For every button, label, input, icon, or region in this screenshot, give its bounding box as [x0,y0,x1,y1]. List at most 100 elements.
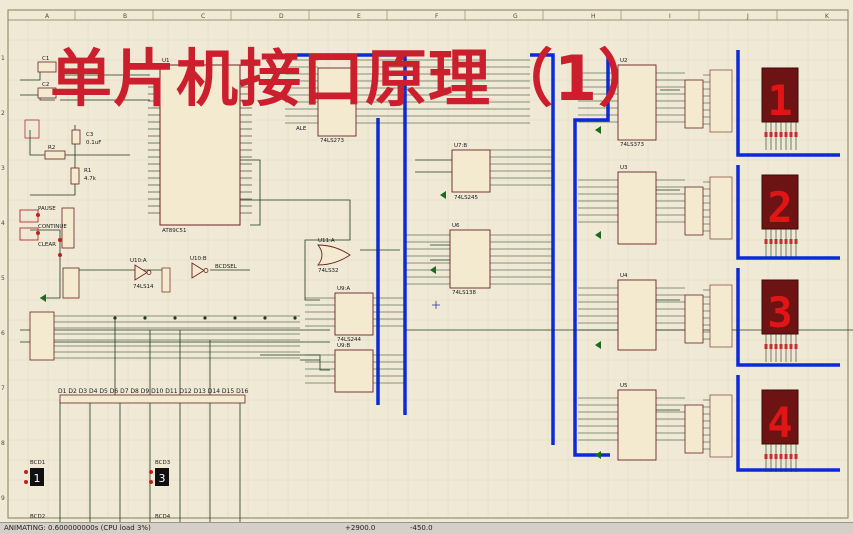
mcu-u1[interactable] [148,64,252,226]
svg-text:U10:A: U10:A [130,258,147,264]
seven-seg-1[interactable]: 1 [761,67,799,125]
svg-text:C1: C1 [42,56,49,62]
seven-seg-2[interactable]: 2 [761,174,799,232]
bcd-input-1[interactable]: 1 [24,468,44,486]
row-label: 7 [1,385,5,392]
svg-text:BCD2: BCD2 [30,514,45,520]
bcd1-value: 1 [34,472,41,485]
ic-u9b[interactable] [334,349,374,393]
svg-text:74LS14: 74LS14 [133,284,154,290]
svg-text:BCD3: BCD3 [155,460,171,466]
latch-u3[interactable] [617,171,657,245]
column-labels: A B C D E F G H I J K [45,10,830,20]
inverters-u10[interactable] [134,262,209,293]
svg-text:U4: U4 [620,273,628,279]
seven-seg-4[interactable]: 4 [761,389,799,447]
column-label: A [45,13,50,20]
svg-text:74LS244: 74LS244 [337,337,362,343]
column-label: C [201,13,205,20]
column-label: G [513,13,518,20]
column-label: E [357,13,361,20]
svg-text:U11:A: U11:A [318,238,335,244]
svg-text:U9:B: U9:B [337,343,350,349]
svg-text:U3: U3 [620,165,628,171]
svg-text:BCDSEL: BCDSEL [215,264,238,270]
bcd3-value: 3 [159,472,166,485]
display-digit: 3 [767,288,792,337]
svg-text:74LS245: 74LS245 [454,195,479,201]
svg-text:R1: R1 [84,168,91,174]
animation-status: ANIMATING: 0.600000000s (CPU load 3%) [4,524,151,532]
data-bus[interactable] [285,50,840,472]
status-bar: ANIMATING: 0.600000000s (CPU load 3%) +2… [0,522,853,534]
svg-text:PAUSE: PAUSE [38,206,56,212]
column-label: D [279,13,284,20]
row-label: 1 [1,55,5,62]
sheet-border [7,9,849,519]
row-label: 4 [1,220,5,227]
svg-text:U7:B: U7:B [454,143,467,149]
svg-text:R2: R2 [48,145,55,151]
svg-text:U10:B: U10:B [190,256,207,262]
ic-u8[interactable] [317,67,357,137]
display-digit: 2 [767,183,792,232]
resistor-network[interactable] [29,311,246,404]
resistor-arrays [684,69,733,458]
cursor-y: -450.0 [410,524,433,532]
row-label: 3 [1,165,5,172]
oscillator-caps[interactable] [24,61,81,185]
svg-text:4.7k: 4.7k [84,176,97,182]
svg-text:U1: U1 [162,58,170,64]
ic-u7b[interactable] [451,149,491,193]
svg-text:CONTINUE: CONTINUE [38,224,67,230]
row-labels: 1 2 3 4 5 6 7 8 9 [1,55,5,502]
svg-text:BCD4: BCD4 [155,514,171,520]
column-label: J [746,13,749,20]
bcd-input-3[interactable]: 3 [149,468,169,486]
row-label: 6 [1,330,5,337]
row-label: 9 [1,495,5,502]
seven-seg-3[interactable]: 3 [761,279,799,337]
svg-text:74LS373: 74LS373 [620,142,645,148]
row-label: 2 [1,110,5,117]
latch-u5[interactable] [617,389,657,461]
column-label: H [591,13,596,20]
display-digit: 4 [767,398,792,447]
part-labels: C1 C2 C3 0.1uF R2 R1 4.7k PAUSE CONTINUE… [30,56,645,520]
svg-text:U2: U2 [620,58,628,64]
svg-text:U6: U6 [452,223,460,229]
cursor-x: +2900.0 [345,524,376,532]
control-buttons[interactable] [19,207,80,299]
svg-text:CLEAR: CLEAR [38,242,56,248]
ic-u9a[interactable] [334,292,374,336]
latch-u4[interactable] [617,279,657,351]
column-label: K [825,13,830,20]
display-digit: 1 [767,76,792,125]
svg-text:74LS138: 74LS138 [452,290,477,296]
svg-text:AT89C51: AT89C51 [162,228,187,234]
bus-taps [54,59,553,384]
svg-text:D1 D2 D3 D4 D5 D6 D7 D8 D9 D10: D1 D2 D3 D4 D5 D6 D7 D8 D9 D10 D11 D12 D… [58,388,249,395]
latch-u2[interactable] [617,64,657,141]
svg-text:ALE: ALE [296,126,307,132]
marker-crosses [432,301,440,309]
column-label: F [435,13,439,20]
svg-text:C3: C3 [86,132,94,138]
column-label: B [123,13,127,20]
svg-text:0.1uF: 0.1uF [86,140,101,146]
row-label: 5 [1,275,5,282]
latch-pins [578,72,685,441]
row-label: 8 [1,440,5,447]
svg-text:U5: U5 [620,383,628,389]
svg-text:74LS273: 74LS273 [320,138,345,144]
pin-markers [40,126,601,459]
svg-text:C2: C2 [42,82,49,88]
schematic-canvas[interactable]: A B C D E F G H I J K 1 2 3 4 5 6 7 8 9 [0,0,853,522]
svg-text:BCD1: BCD1 [30,460,45,466]
ic-u6[interactable] [449,229,491,289]
svg-text:74LS32: 74LS32 [318,268,339,274]
column-label: I [669,13,671,20]
display-pins [764,122,798,472]
svg-text:U9:A: U9:A [337,286,350,292]
gate-u11a[interactable] [317,244,351,266]
